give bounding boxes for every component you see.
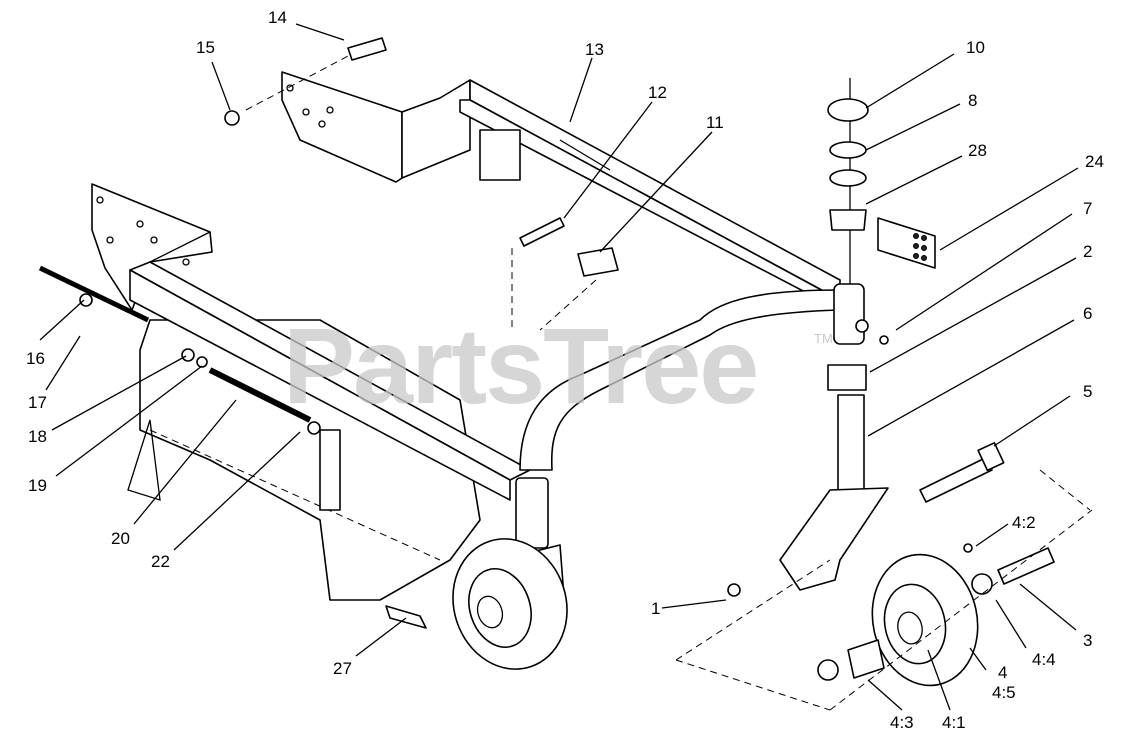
callout-4-2: 4:2 bbox=[1012, 513, 1036, 532]
callout-14: 14 bbox=[268, 8, 287, 27]
caster-bolt bbox=[919, 442, 1091, 511]
callout-12: 12 bbox=[648, 83, 667, 102]
callout-24: 24 bbox=[1085, 152, 1104, 171]
adjust-rod bbox=[38, 265, 321, 435]
mower-deck bbox=[127, 319, 481, 601]
callout-4-5: 4:5 bbox=[992, 683, 1016, 702]
callout-4-4: 4:4 bbox=[1032, 650, 1056, 669]
callout-22: 22 bbox=[151, 552, 170, 571]
frame-rear-bar bbox=[459, 79, 841, 306]
right-wheel-assembly bbox=[675, 509, 1093, 711]
callout-20: 20 bbox=[111, 529, 130, 548]
callout-18: 18 bbox=[28, 427, 47, 446]
bolt-and-nut-top bbox=[224, 37, 387, 126]
callout-leaders bbox=[39, 23, 1079, 711]
callout-8: 8 bbox=[968, 91, 978, 110]
callout-6: 6 bbox=[1083, 304, 1093, 323]
pin-and-pad bbox=[511, 217, 619, 331]
callout-17: 17 bbox=[28, 393, 47, 412]
callout-2: 2 bbox=[1083, 242, 1093, 261]
callout-7: 7 bbox=[1083, 199, 1093, 218]
callout-5: 5 bbox=[1083, 382, 1093, 401]
callout-16: 16 bbox=[26, 349, 45, 368]
callout-4-3: 4:3 bbox=[890, 713, 914, 732]
watermark-trademark: TM bbox=[814, 331, 833, 346]
decal bbox=[877, 217, 936, 269]
rear-mount-bracket bbox=[281, 71, 471, 183]
cotter-pin bbox=[385, 605, 427, 629]
callout-10: 10 bbox=[966, 38, 985, 57]
callout-4: 4 bbox=[998, 663, 1008, 682]
callout-4-1: 4:1 bbox=[942, 713, 966, 732]
callout-13: 13 bbox=[585, 40, 604, 59]
right-caster-spindle-stack bbox=[779, 78, 889, 591]
callout-19: 19 bbox=[28, 476, 47, 495]
callout-27: 27 bbox=[333, 659, 352, 678]
callout-3: 3 bbox=[1083, 631, 1093, 650]
left-caster-assembly bbox=[452, 477, 568, 670]
callout-28: 28 bbox=[968, 141, 987, 160]
callout-15: 15 bbox=[196, 38, 215, 57]
callout-11: 11 bbox=[706, 113, 724, 132]
watermark-brand: PartsTree bbox=[283, 305, 759, 426]
callout-1: 1 bbox=[651, 599, 661, 618]
